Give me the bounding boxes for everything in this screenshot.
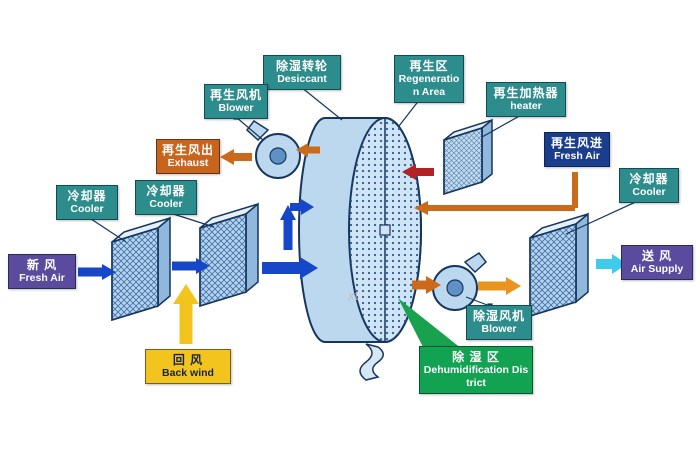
- label-regeneration-area-en: Regeneration Area: [398, 73, 460, 98]
- label-air-supply-zh: 送 风: [641, 249, 673, 263]
- regeneration-air-arrows: [220, 143, 578, 295]
- label-regen-heater: 再生加热器 heater: [486, 82, 566, 117]
- dehumidification-district-pointer: [398, 298, 462, 349]
- label-regen-exhaust-zh: 再生风出: [161, 143, 214, 157]
- label-air-supply-en: Air Supply: [630, 263, 684, 276]
- desiccant-wheel: [298, 117, 422, 381]
- cooler-unit-right: [529, 213, 589, 317]
- label-regen-heater-en: heater: [510, 100, 542, 113]
- label-regen-blower-zh: 再生风机: [209, 88, 262, 102]
- label-fresh-air-inlet-en: Fresh Air: [19, 272, 65, 285]
- label-cooler-right-zh: 冷却器: [629, 172, 669, 186]
- label-regen-blower-en: Blower: [218, 102, 254, 115]
- label-cooler-left-1: 冷却器 Cooler: [56, 185, 118, 220]
- label-dehumidification-district: 除 湿 区 Dehumidification District: [419, 346, 533, 394]
- label-air-supply: 送 风 Air Supply: [621, 245, 693, 280]
- label-fresh-air-inlet-zh: 新 风: [26, 258, 58, 272]
- label-regeneration-area-zh: 再生区: [409, 59, 449, 73]
- label-regen-fresh-air: 再生风进 Fresh Air: [544, 132, 610, 167]
- label-regeneration-area: 再生区 Regeneration Area: [394, 55, 464, 103]
- label-dehumid-blower: 除湿风机 Blower: [466, 305, 532, 340]
- label-desiccant-wheel-zh: 除湿转轮: [275, 59, 328, 73]
- label-dehumid-blower-zh: 除湿风机: [472, 309, 525, 323]
- label-regen-exhaust-en: Exhaust: [167, 157, 209, 170]
- label-regen-heater-zh: 再生加热器: [493, 86, 559, 100]
- label-dehumidification-district-en: Dehumidification District: [423, 364, 529, 389]
- label-back-wind: 回 风 Back wind: [145, 349, 231, 384]
- label-desiccant-wheel: 除湿转轮 Desiccant: [263, 55, 341, 90]
- cooler-unit-left-2: [199, 203, 259, 307]
- label-dehumidification-district-zh: 除 湿 区: [452, 350, 500, 364]
- label-cooler-left-1-en: Cooler: [70, 203, 104, 216]
- label-regen-exhaust: 再生风出 Exhaust: [156, 139, 220, 174]
- label-fresh-air-inlet: 新 风 Fresh Air: [8, 254, 76, 289]
- label-desiccant-wheel-en: Desiccant: [277, 73, 327, 86]
- label-cooler-left-2-zh: 冷却器: [146, 184, 186, 198]
- wheel-seal-ribbon: [359, 343, 384, 381]
- regeneration-heater-unit: [443, 119, 493, 195]
- regeneration-blower-fan: [246, 120, 301, 179]
- label-cooler-left-2-en: Cooler: [149, 198, 183, 211]
- label-cooler-right: 冷却器 Cooler: [619, 168, 679, 203]
- label-cooler-right-en: Cooler: [632, 186, 666, 199]
- wheel-axis-hub: [379, 224, 391, 236]
- cooler-unit-left-1: [111, 217, 171, 321]
- label-cooler-left-2: 冷却器 Cooler: [135, 180, 197, 215]
- label-regen-fresh-air-zh: 再生风进: [550, 136, 603, 150]
- label-dehumid-blower-en: Blower: [481, 323, 517, 336]
- label-back-wind-zh: 回 风: [172, 353, 204, 367]
- process-air-arrows: [78, 199, 627, 344]
- label-back-wind-en: Back wind: [162, 367, 214, 380]
- label-regen-blower: 再生风机 Blower: [204, 84, 268, 119]
- watermark-text: xt: [347, 288, 360, 303]
- label-cooler-left-1-zh: 冷却器: [67, 189, 107, 203]
- label-regen-fresh-air-en: Fresh Air: [554, 150, 600, 163]
